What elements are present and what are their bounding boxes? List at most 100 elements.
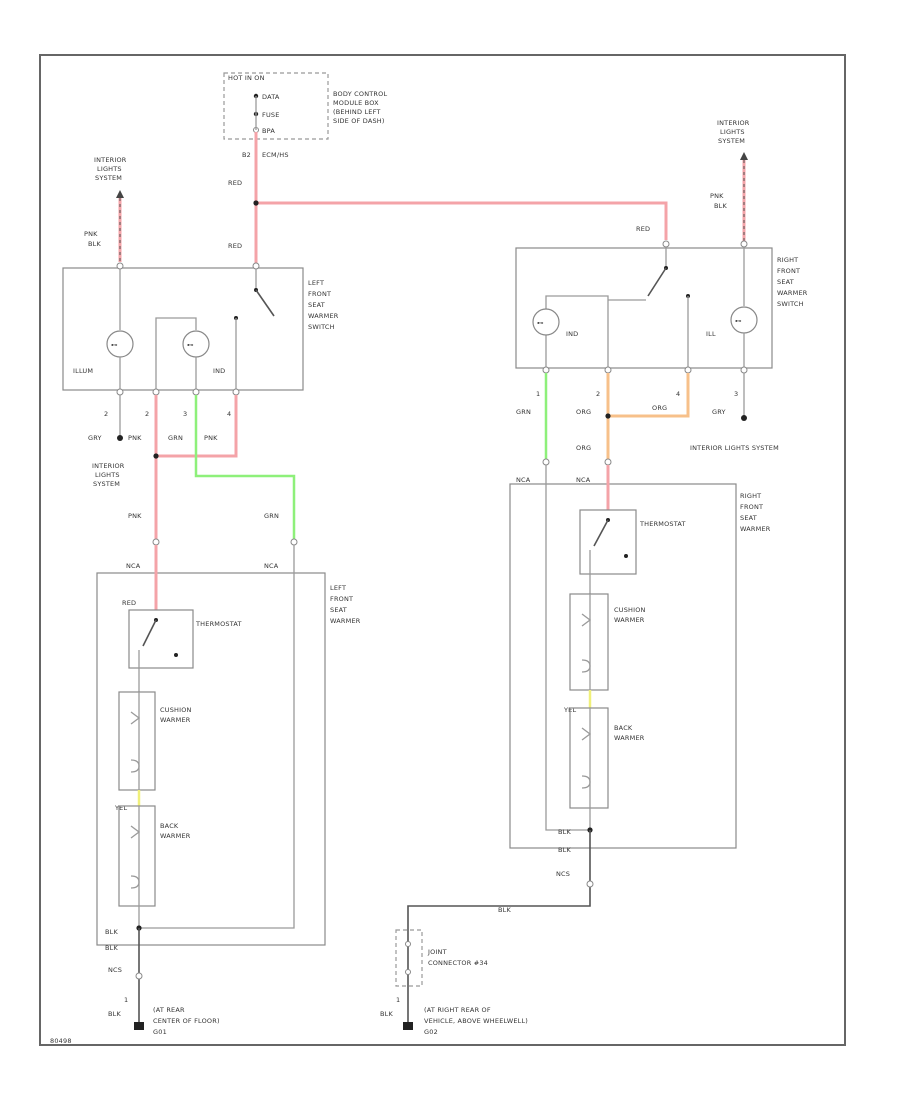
indicator-lamp-icon: [532, 308, 560, 336]
wire-color-label: RED: [636, 225, 650, 233]
lamp-symbol: ⊷: [735, 317, 742, 325]
wire-color-label: ORG: [576, 408, 591, 416]
ground-left-id: G01: [153, 1028, 167, 1036]
heater-element-icon: [581, 659, 591, 673]
wire-color-label: BLK: [558, 846, 571, 854]
switch-contact: [174, 653, 178, 657]
ground-dot: [117, 435, 123, 441]
right-seat-warmer: THERMOSTAT CUSHION WARMER YEL BACK WARME…: [509, 465, 771, 849]
right-seat-warmer-switch: ⊷ IND ⊷ ILL RIGHT FRONT SEAT WARMER SWIT…: [515, 240, 808, 374]
connector-pin: [604, 366, 612, 374]
fuse-pin-label: FUSE: [262, 111, 280, 119]
wire-color-label: BLK: [714, 202, 727, 210]
figure-id: 80498: [50, 1037, 72, 1045]
connector-pin: [152, 388, 160, 396]
thermostat-box: [128, 609, 194, 669]
heater-element-icon: [581, 727, 592, 741]
left-switch-label-line: FRONT: [308, 290, 331, 298]
pin-number: 3: [734, 390, 738, 398]
fuse-block-label-line: MODULE BOX: [333, 99, 379, 107]
ground-left-label-line: CENTER OF FLOOR): [153, 1017, 220, 1025]
ground-pin-number: 1: [124, 996, 128, 1004]
ground-icon: [403, 1022, 413, 1030]
connector-pin: [232, 388, 240, 396]
lamp-symbol: ⊷: [537, 319, 544, 327]
connector-label: NCS: [108, 966, 122, 974]
wire-color-label: RED: [122, 599, 136, 607]
diagram-frame: [39, 54, 846, 1046]
left-switch-label-line: WARMER: [308, 312, 339, 320]
fuse-pin-label: BPA: [262, 127, 275, 135]
wire-internal-return: [139, 545, 295, 929]
fuse-block-label-line: BODY CONTROL: [333, 90, 387, 98]
left-switch-label-line: SWITCH: [308, 323, 335, 331]
lamp-symbol: ⊷: [111, 341, 118, 349]
wire-color-label: GRY: [88, 434, 102, 442]
heater-element-icon: [130, 825, 141, 839]
wire-red-to-right-switch: [256, 201, 668, 240]
right-warmer-label-line: WARMER: [740, 525, 771, 533]
ils-bottom-left-label-line: LIGHTS: [95, 471, 120, 479]
left-warmer-label-line: SEAT: [330, 606, 347, 614]
left-warmer-label-line: FRONT: [330, 595, 353, 603]
arrow-icon: [740, 152, 748, 160]
ground-dot: [741, 415, 747, 421]
wire-color-label: RED: [228, 242, 242, 250]
connector-label: NCS: [556, 870, 570, 878]
ground-pin-number: 1: [396, 996, 400, 1004]
connector-pin: [152, 538, 160, 546]
left-seat-warmer-switch: ⊷ ILLUM ⊷ IND LEFT FRONT SEAT WARMER SWI…: [62, 262, 339, 396]
connector-label: NCA: [576, 476, 591, 484]
splice-dot: [253, 200, 259, 206]
heater-element-icon: [581, 613, 592, 627]
pin-number: 4: [227, 410, 231, 418]
cushion-label-line: WARMER: [614, 616, 645, 624]
wire-org-from-pin4: [608, 373, 690, 418]
ils-bottom-right-label: INTERIOR LIGHTS SYSTEM: [690, 444, 779, 452]
cushion-heater-box: [118, 691, 156, 791]
connector-pin: [116, 262, 124, 270]
connector-pin: [604, 458, 612, 466]
switch-blade-icon: [647, 267, 667, 297]
thermostat-box: [579, 509, 637, 575]
fuse-block-label-line: SIDE OF DASH): [333, 117, 385, 125]
pin-number: 1: [536, 390, 540, 398]
fuse-block: HOT IN ON DATA FUSE BPA BODY CONTROL MOD…: [223, 72, 387, 159]
left-switch-label-line: SEAT: [308, 301, 325, 309]
cushion-label-line: CUSHION: [614, 606, 646, 614]
wire-color-label: BLK: [88, 240, 101, 248]
right-switch-label-line: FRONT: [777, 267, 800, 275]
wire-color-label: PNK: [128, 512, 142, 520]
left-warmer-label-line: WARMER: [330, 617, 361, 625]
back-label-line: WARMER: [160, 832, 191, 840]
ils-left-label-line: LIGHTS: [97, 165, 122, 173]
ill-label: ILL: [706, 330, 716, 338]
back-heater-box: [569, 707, 609, 809]
wire-color-label: YEL: [114, 804, 127, 812]
connector-pin: [586, 880, 594, 888]
ground-right-id: G02: [424, 1028, 438, 1036]
pin-number: 4: [676, 390, 680, 398]
connector-pin: [662, 240, 670, 248]
connector-pin: [290, 538, 298, 546]
wire-color-label: GRY: [712, 408, 726, 416]
joint-connector-outline: [395, 929, 423, 987]
wire-color-label: BLK: [105, 944, 118, 952]
right-switch-outline: [515, 247, 773, 369]
heater-element-icon: [581, 775, 591, 789]
heater-element-icon: [130, 875, 140, 889]
lamp-symbol: ⊷: [187, 341, 194, 349]
wire-color-label: ORG: [652, 404, 667, 412]
ind-label: IND: [566, 330, 578, 338]
switch-blade-icon: [255, 289, 275, 317]
ils-bottom-left-label-line: SYSTEM: [93, 480, 120, 488]
fuse-circuit-label: ECM/HS: [262, 151, 289, 159]
ils-right-label-line: INTERIOR: [717, 119, 750, 127]
back-heater-box: [118, 805, 156, 907]
pin-number: 2: [145, 410, 149, 418]
connector-label: NCA: [264, 562, 279, 570]
thermostat-switch-icon: [593, 519, 609, 547]
connector-pin: [135, 972, 143, 980]
splice-dot: [153, 453, 159, 459]
back-label-line: BACK: [614, 724, 633, 732]
